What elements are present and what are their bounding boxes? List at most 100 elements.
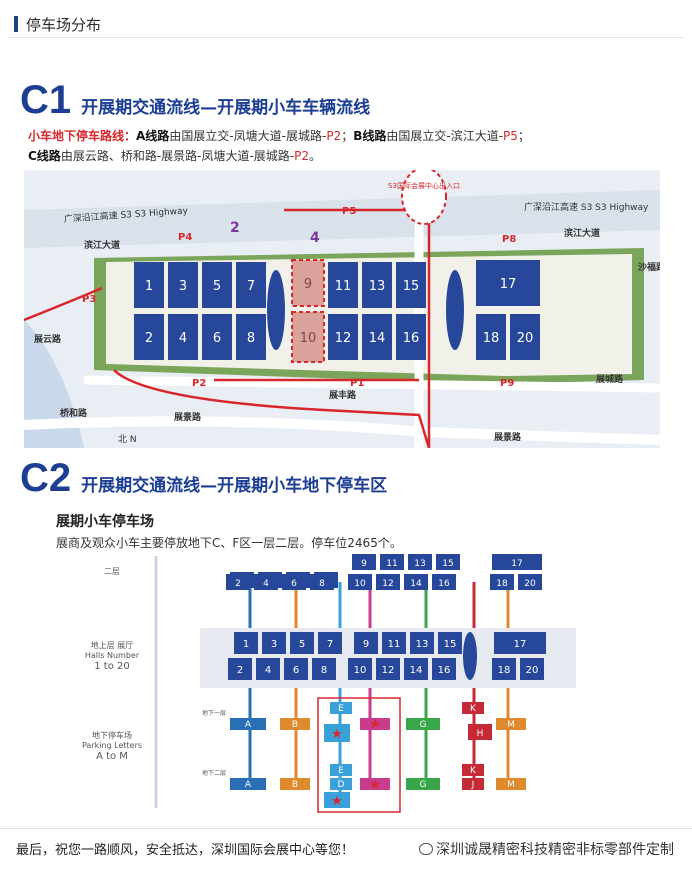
road-binjiang: 滨江大道 (84, 239, 120, 251)
b1-zones (230, 702, 526, 742)
b1-zone-e (330, 702, 352, 714)
level-b2: 地下二层 (202, 769, 226, 777)
hall-18 (476, 314, 506, 360)
upper-hall-10 (348, 574, 372, 590)
hall-label-13: 13 (369, 279, 386, 294)
zone-h (468, 724, 492, 740)
upper-hall-labels: 9 11 13 15 17 2 4 6 8 10 12 14 16 18 20 (235, 559, 536, 589)
ground-label-14: 14 (410, 665, 423, 676)
hall-number-labels: 1 3 5 7 9 11 13 15 17 2 4 6 8 10 12 14 1… (145, 277, 533, 346)
b2-zone-labels: A B E D G K J M (245, 766, 515, 790)
b2-zone-d (330, 778, 352, 790)
ground-hall-5 (290, 632, 314, 654)
parking-stars: ★ ★ ★ ★ (331, 717, 381, 809)
ground-label-5: 5 (299, 639, 305, 650)
upper-hall-9 (352, 554, 376, 570)
ground-hall-labels: 1 3 5 7 9 11 13 15 17 2 4 6 8 10 12 14 1… (237, 639, 539, 676)
road-zhanfeng: 展丰路 (329, 389, 357, 401)
hall-label-1: 1 (145, 279, 153, 294)
hall-label-11: 11 (335, 279, 352, 294)
hall-label-14: 14 (369, 331, 386, 346)
route-c-text: 由展云路、桥和路-展景路-凤塘大道-展城路- (60, 149, 295, 163)
ground-label-17: 17 (514, 639, 527, 650)
hall-12 (328, 314, 358, 360)
hall-10 (291, 311, 325, 363)
upper-label-13: 13 (414, 559, 425, 569)
route-b-park: P5 (503, 129, 518, 143)
route-a-name: A线路 (136, 129, 170, 143)
page-header: 停车场分布 (8, 8, 684, 38)
c1-heading: C1 开展期交通流线—开展期小车车辆流线 (20, 78, 370, 123)
hall-label-9: 9 (304, 277, 312, 292)
b2-label-k: K (470, 766, 477, 776)
b1-zone-b (280, 718, 310, 730)
star-icon: ★ (331, 794, 343, 809)
ground-label-4: 4 (265, 665, 271, 676)
upper-label-18: 18 (496, 579, 508, 589)
road-zhanjing: 展景路 (174, 411, 202, 423)
b2-zone-c (324, 792, 350, 808)
b1-zone-k (462, 702, 484, 714)
ground-hall-12 (376, 658, 400, 680)
road-zhanjing (24, 416, 660, 445)
hall-13 (362, 262, 392, 308)
b1-zone-m (496, 718, 526, 730)
upper-hall-16 (432, 574, 456, 590)
level-ground-cn: 地上层 展厅 (91, 640, 134, 650)
watermark-text: 深圳诚晟精密科技精密非标零部件定制 (436, 842, 674, 858)
hall-1 (134, 262, 164, 308)
b2-label-b: B (292, 780, 298, 790)
north-arrow-label: 北 N (118, 434, 137, 445)
b2-zone-a (230, 778, 266, 790)
c1-route-text: 小车地下停车路线：A线路由国展立交-凤塘大道-展城路-P2；B线路由国展立交-滨… (28, 126, 668, 166)
ground-label-2: 2 (237, 665, 243, 676)
exit-sign-circle (401, 170, 447, 225)
ground-hall-8 (312, 658, 336, 680)
star-icon: ★ (369, 717, 381, 732)
hall-label-17: 17 (500, 277, 517, 292)
b2-label-e: E (338, 766, 344, 776)
b2-label-j: J (471, 780, 475, 790)
halls-top (134, 259, 540, 308)
hall-3 (168, 262, 198, 308)
parking-p1: P1 (350, 378, 364, 389)
route-label: 小车地下停车路线： (28, 129, 137, 143)
road-qiaohe: 桥和路 (60, 407, 88, 419)
ground-label-11: 11 (388, 639, 401, 650)
level-ground-en2: 1 to 20 (94, 661, 129, 672)
exit-sign-text: S3国际会展中心出入口 (388, 181, 460, 190)
hall-20 (510, 314, 540, 360)
c2-description: 展商及观众小车主要停放地下C、F区一层二层。停车位2465个。 (56, 536, 402, 550)
upper-hall-12 (376, 574, 400, 590)
upper-label-10: 10 (354, 579, 366, 589)
highway-band (24, 190, 660, 248)
gate-4: 4 (310, 230, 320, 246)
upper-label-12: 12 (382, 579, 393, 589)
halls-bottom (134, 311, 540, 363)
ground-hall-6 (284, 658, 308, 680)
route-end: 。 (309, 149, 322, 163)
c1-map-svg: 1 3 5 7 9 11 13 15 17 2 4 6 8 10 12 14 1… (24, 170, 660, 448)
upper-label-17: 17 (511, 559, 522, 569)
route-a-park: P2 (326, 129, 342, 143)
upper-floor-halls (226, 554, 542, 590)
lobby-west (267, 270, 285, 350)
upper-label-4: 4 (263, 579, 269, 589)
hall-label-10: 10 (300, 331, 317, 346)
upper-hall-13 (408, 554, 432, 570)
hall-label-15: 15 (403, 279, 420, 294)
zone-h-label: H (477, 729, 484, 739)
c2-diagram-svg: 二层 地上层 展厅 Halls Number 1 to 20 地下停车场 Par… (82, 554, 576, 813)
hall-17 (476, 260, 540, 306)
c1-code: C1 (20, 78, 72, 122)
hall-11 (328, 262, 358, 308)
parking-p3: P3 (82, 294, 96, 305)
c1-traffic-map: 1 3 5 7 9 11 13 15 17 2 4 6 8 10 12 14 1… (24, 170, 660, 448)
hall-16 (396, 314, 426, 360)
upper-label-16: 16 (438, 579, 450, 589)
route-sep2: ； (517, 129, 530, 143)
road-binjiang-right: 滨江大道 (564, 227, 600, 239)
hall-5 (202, 262, 232, 308)
upper-hall-11 (380, 554, 404, 570)
ground-hall-1 (234, 632, 258, 654)
